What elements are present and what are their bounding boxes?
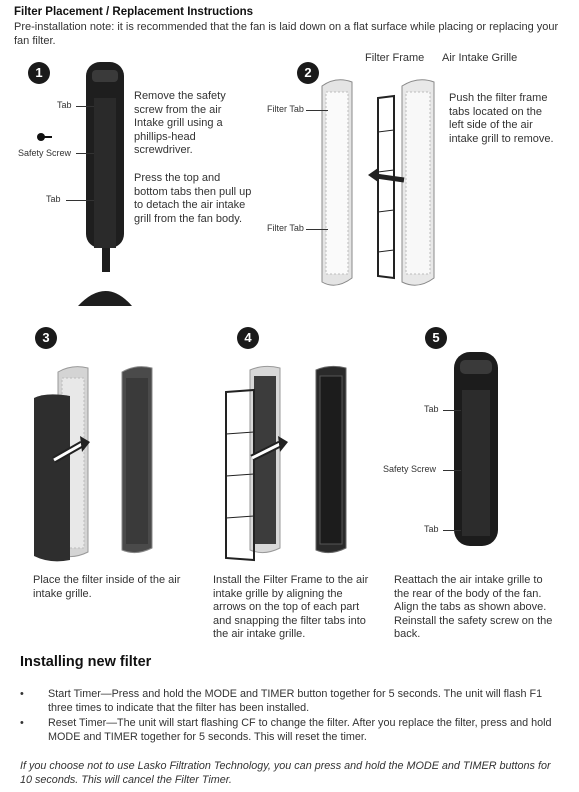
bullet-text-start-timer: Start Timer—Press and hold the MODE and … [48,688,543,714]
step-2-badge: 2 [297,62,319,84]
filter-tab-top-label: Filter Tab [267,104,304,114]
step4-text: Install the Filter Frame to the air inta… [213,574,369,640]
step-3-badge: 3 [35,327,57,349]
installing-bullets: • Start Timer—Press and hold the MODE an… [20,688,560,746]
step5-tab-bottom-label: Tab [424,524,439,534]
bullet-dot: • [20,688,24,700]
leader-line [443,530,461,531]
step5-safety-screw-label: Safety Screw [383,464,437,474]
filter-frame-label: Filter Frame [365,52,425,64]
leader-line [443,410,461,411]
step5-tab-top-label: Tab [424,404,439,414]
safety-screw-icon [37,133,52,141]
filter-tab-bottom-label: Filter Tab [267,223,304,233]
leader-line [443,470,461,471]
step-5-badge: 5 [425,327,447,349]
assembled-fan-illustration [454,352,498,546]
preinstallation-note: Pre-installation note: it is recommended… [14,21,559,47]
step1-text-b: Press the top and bottom tabs then pull … [134,172,252,225]
filtration-note: If you choose not to use Lasko Filtratio… [20,760,551,786]
step-4-badge: 4 [237,327,259,349]
leader-line [76,153,94,154]
bullet-dot: • [20,717,24,729]
step1-tab-top-label: Tab [57,100,72,110]
leader-line [66,200,94,201]
list-item: • Reset Timer—The unit will start flashi… [20,717,560,744]
step-1-badge: 1 [28,62,50,84]
bullet-text-reset-timer: Reset Timer—The unit will start flashing… [48,717,552,743]
page-title: Filter Placement / Replacement Instructi… [14,6,254,18]
air-intake-grille-label: Air Intake Grille [442,52,518,64]
grille-and-frame-illustration [321,79,435,286]
leader-line [306,110,328,111]
tower-fan-illustration [78,62,132,306]
step2-text: Push the filter frame tabs located on th… [449,92,554,145]
step1-safety-screw-label: Safety Screw [18,148,72,158]
leader-line [306,229,328,230]
leader-line [76,106,94,107]
step1-tab-bottom-label: Tab [46,194,61,204]
step3-text: Place the filter inside of the air intak… [33,574,181,600]
installing-heading: Installing new filter [20,654,152,670]
filter-into-grille-illustration [34,366,153,562]
list-item: • Start Timer—Press and hold the MODE an… [20,688,560,715]
step5-text: Reattach the air intake grille to the re… [394,574,553,640]
step1-text-a: Remove the safety screw from the air Int… [134,90,226,156]
frame-into-grille-illustration [225,365,347,562]
